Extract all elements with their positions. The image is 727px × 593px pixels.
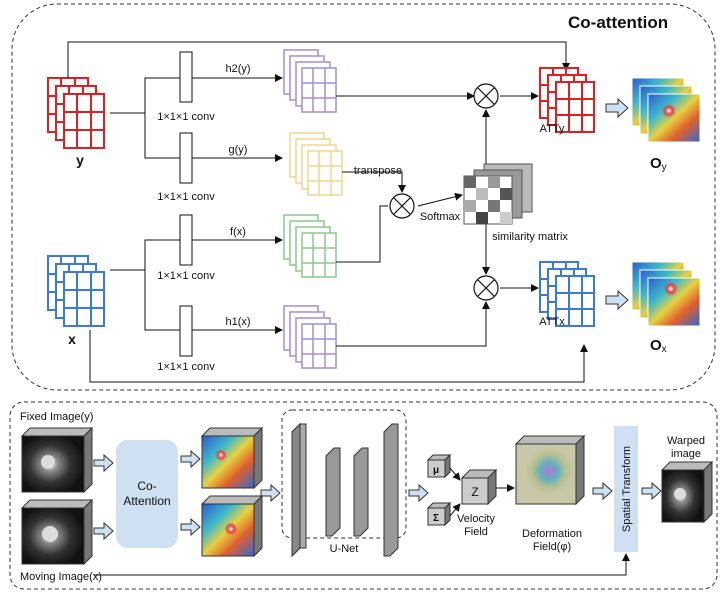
- g-feature-stack: [289, 132, 343, 196]
- h2-label: h2(y): [225, 63, 250, 75]
- h1-feature-stack: [283, 305, 337, 369]
- transpose-label: transpose: [354, 165, 402, 177]
- conv-blocks: [179, 51, 193, 357]
- h1-label: h1(x): [225, 316, 250, 328]
- co-attention-block-line1: Co-: [137, 479, 156, 493]
- mu-sigma-lines: [449, 467, 461, 517]
- co-attention-title: Co-attention: [568, 13, 668, 32]
- mu-label: μ: [433, 465, 439, 476]
- moving-to-transform-line: [94, 553, 630, 576]
- deformation-field-cube: [514, 434, 586, 506]
- unet-block: [281, 409, 407, 539]
- g-label: g(y): [229, 144, 248, 156]
- h2-feature-stack: [283, 49, 337, 113]
- conv-label-2: 1×1×1 conv: [157, 191, 215, 203]
- operator-lines: [336, 92, 539, 347]
- att-y-label: ATTy: [540, 123, 565, 135]
- output-arrows: [605, 97, 629, 311]
- top-connectors: [67, 41, 588, 383]
- velocity-label-2: Field: [464, 526, 488, 538]
- x-feature-stack: [47, 255, 105, 327]
- spatial-transform-block: [614, 426, 638, 552]
- moving-image-cube: [20, 498, 94, 566]
- co-attention-panel-border: [11, 3, 716, 391]
- warped-image-cube: [660, 460, 714, 524]
- deformation-label-2: Field(φ): [533, 541, 571, 553]
- fixed-image-cube: [20, 426, 94, 494]
- similarity-matrix: [463, 163, 533, 225]
- moving-image-label: Moving Image(x): [20, 571, 102, 583]
- z-cube: [460, 468, 498, 506]
- sigma-label: Σ: [433, 513, 439, 524]
- y-feature-stack: [47, 77, 105, 149]
- conv-label-1: 1×1×1 conv: [157, 111, 215, 123]
- input-y-label: y: [76, 152, 84, 168]
- conv-label-3: 1×1×1 conv: [157, 270, 215, 282]
- unet-layers: [291, 422, 399, 558]
- spatial-transform-label: Spatial Transform: [621, 446, 633, 532]
- attended-fixed-cube: [200, 426, 264, 490]
- output-x-label: Ox: [650, 337, 667, 355]
- pipeline-panel-border: [9, 401, 718, 590]
- softmax-label: Softmax: [420, 211, 461, 223]
- fixed-image-label: Fixed Image(y): [20, 411, 93, 423]
- multiply-operators: [389, 83, 499, 301]
- conv-label-4: 1×1×1 conv: [157, 361, 215, 373]
- warped-label-1: Warped: [667, 435, 705, 447]
- co-attention-block-line2: Attention: [123, 494, 170, 508]
- att-x-stack: [539, 261, 595, 327]
- warped-label-2: image: [671, 448, 701, 460]
- input-x-label: x: [68, 331, 76, 347]
- sigma-box: [426, 501, 452, 527]
- att-x-label: ATTx: [539, 316, 565, 328]
- att-y-stack: [539, 67, 595, 133]
- deformation-label-1: Deformation: [522, 528, 582, 540]
- output-y-heatmaps: [631, 77, 701, 143]
- output-y-label: Oy: [650, 155, 667, 173]
- velocity-label-1: Velocity: [457, 513, 495, 525]
- co-attention-block: [116, 440, 178, 548]
- attended-moving-cube: [200, 494, 264, 558]
- unet-label: U-Net: [330, 543, 359, 555]
- output-x-heatmaps: [631, 261, 701, 327]
- f-label: f(x): [230, 226, 246, 238]
- similarity-label: similarity matrix: [492, 231, 568, 243]
- f-feature-stack: [283, 214, 337, 278]
- pipeline-arrows: [93, 449, 662, 541]
- z-label: Z: [471, 485, 478, 499]
- mu-box: [426, 453, 452, 479]
- conv-output-lines: [192, 74, 283, 334]
